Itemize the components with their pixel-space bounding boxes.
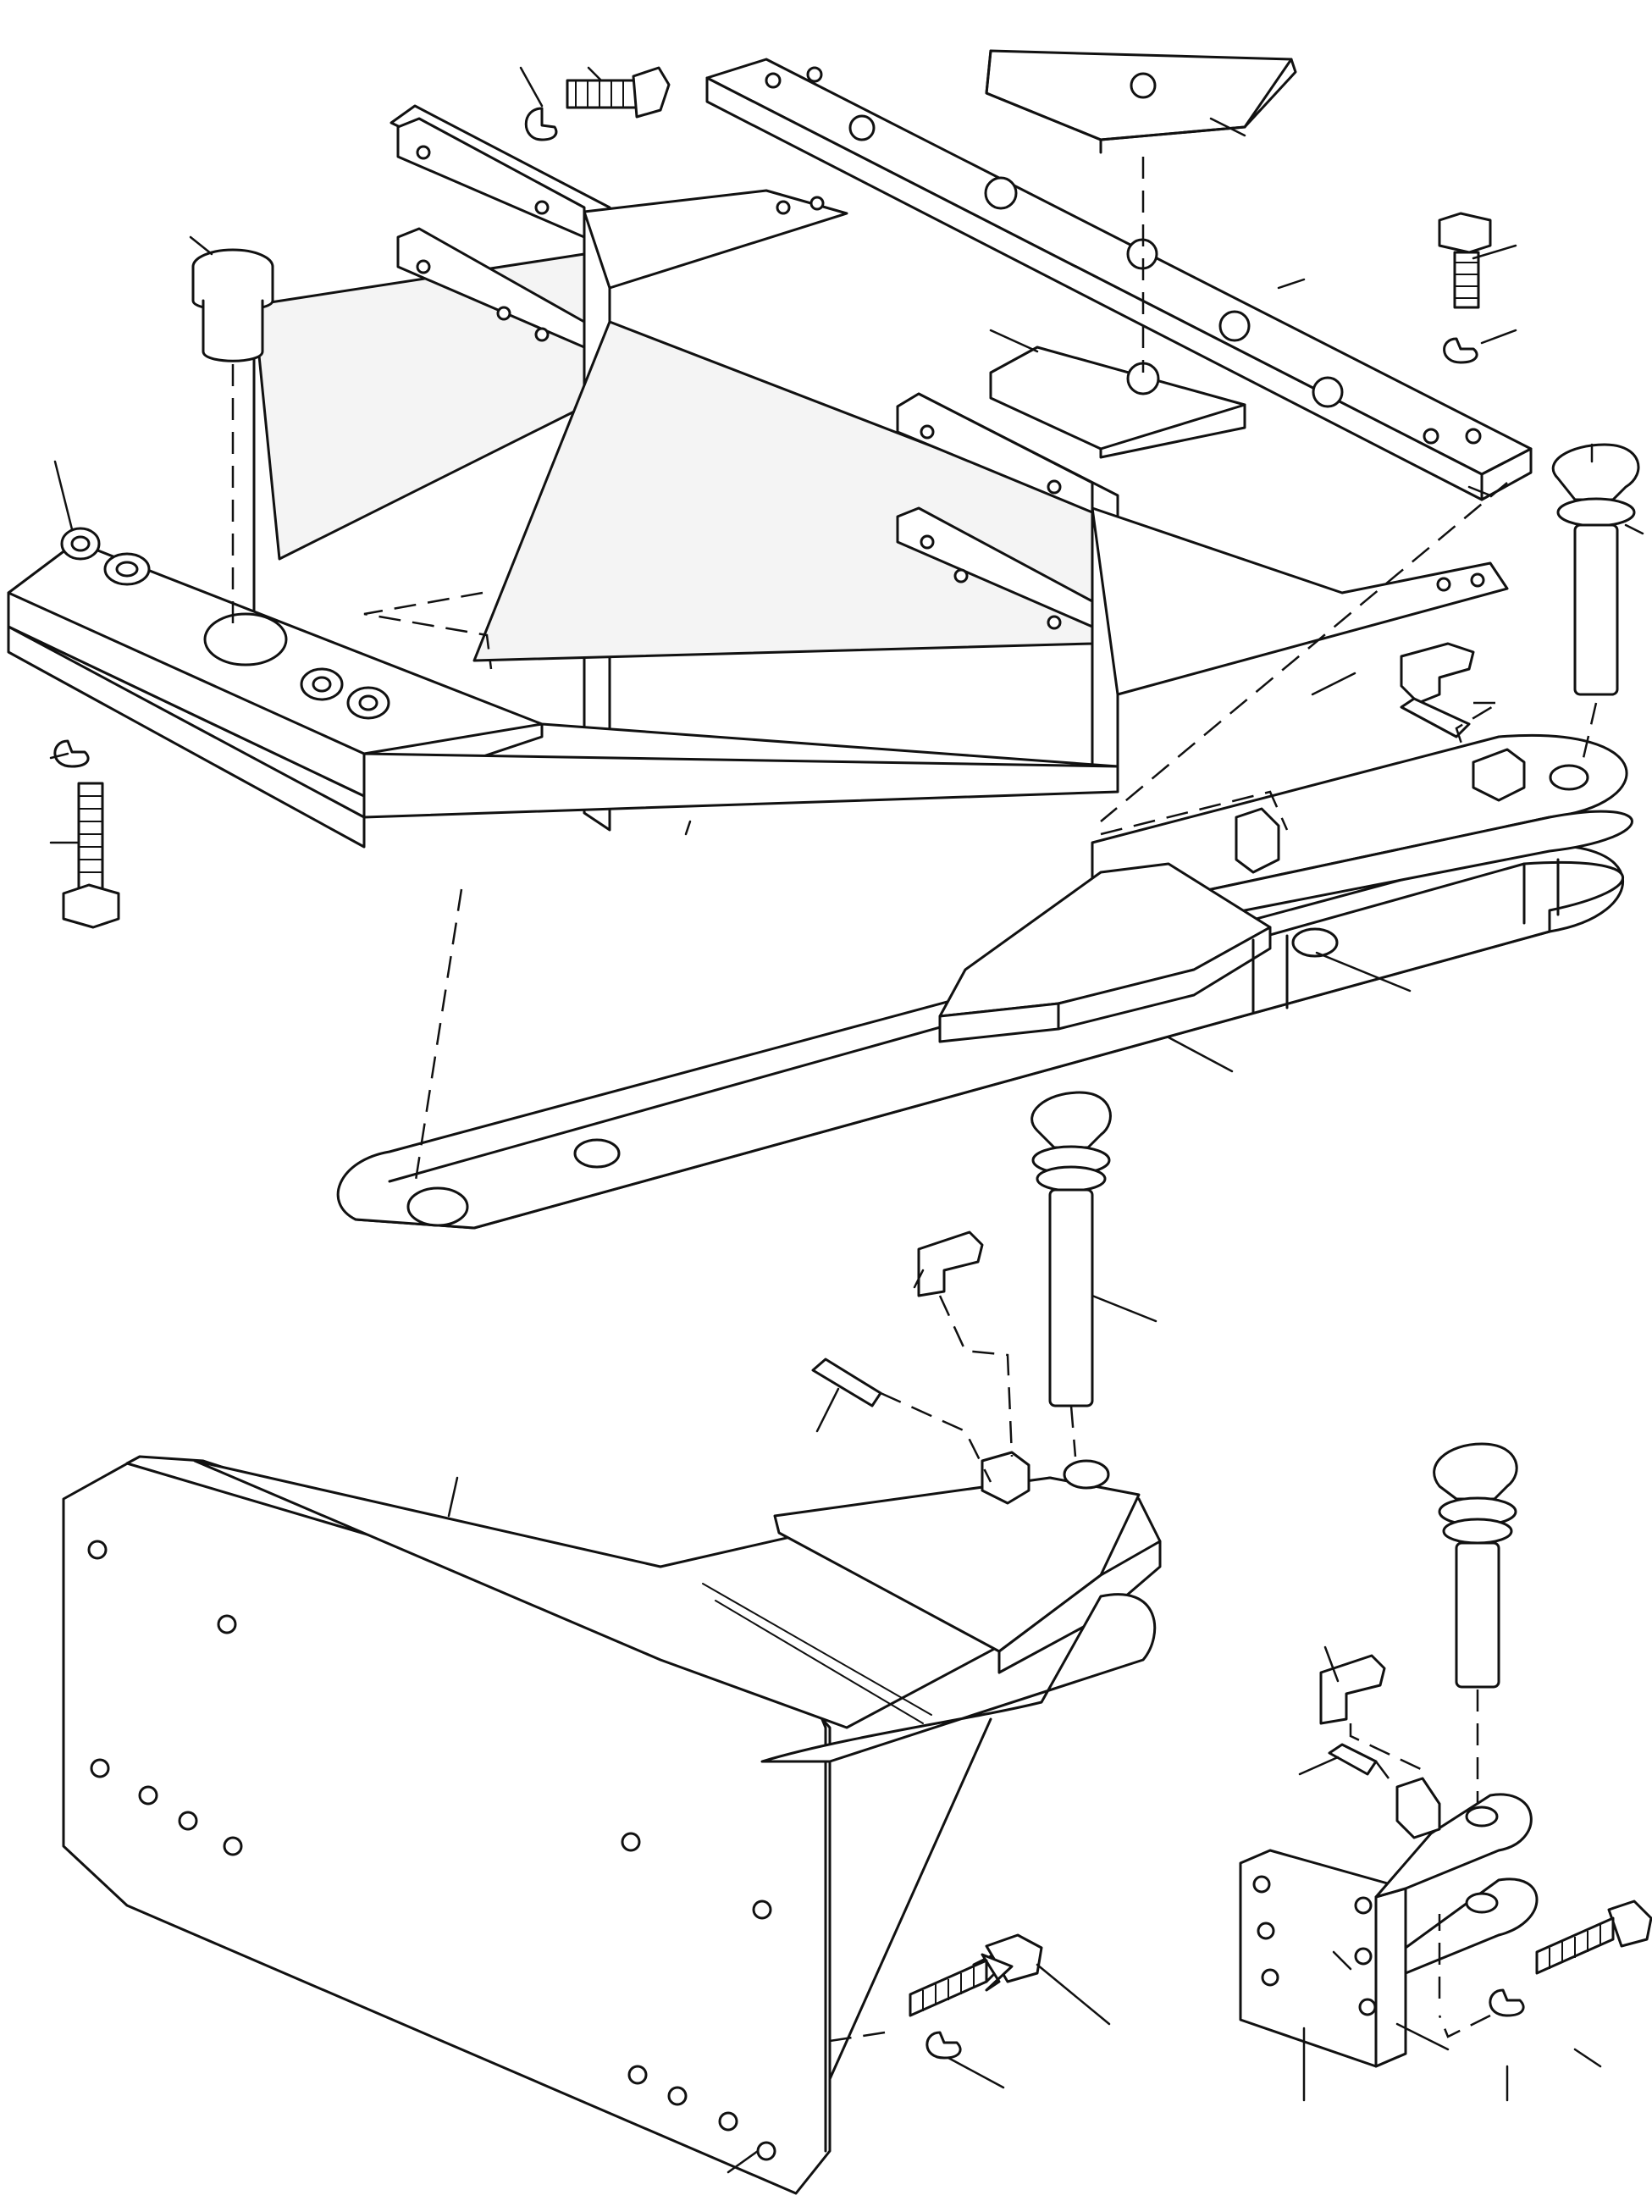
spacer-channel-lower	[989, 346, 1246, 459]
lynch-clip	[917, 642, 1526, 1725]
roll-pin	[811, 697, 1471, 1776]
split-washer	[53, 107, 1525, 2060]
clevis-hitch	[1239, 1777, 1539, 2068]
hex-bolt	[62, 66, 1652, 2017]
hanger-bar	[705, 58, 1533, 501]
cap-plug	[191, 248, 274, 362]
spacer-channel-top	[985, 49, 1297, 154]
rear-mount-bracket	[62, 1455, 1162, 2195]
callout-leaders	[49, 66, 1644, 2174]
top-frame	[7, 104, 1509, 849]
alignment-lines	[231, 157, 1598, 2043]
